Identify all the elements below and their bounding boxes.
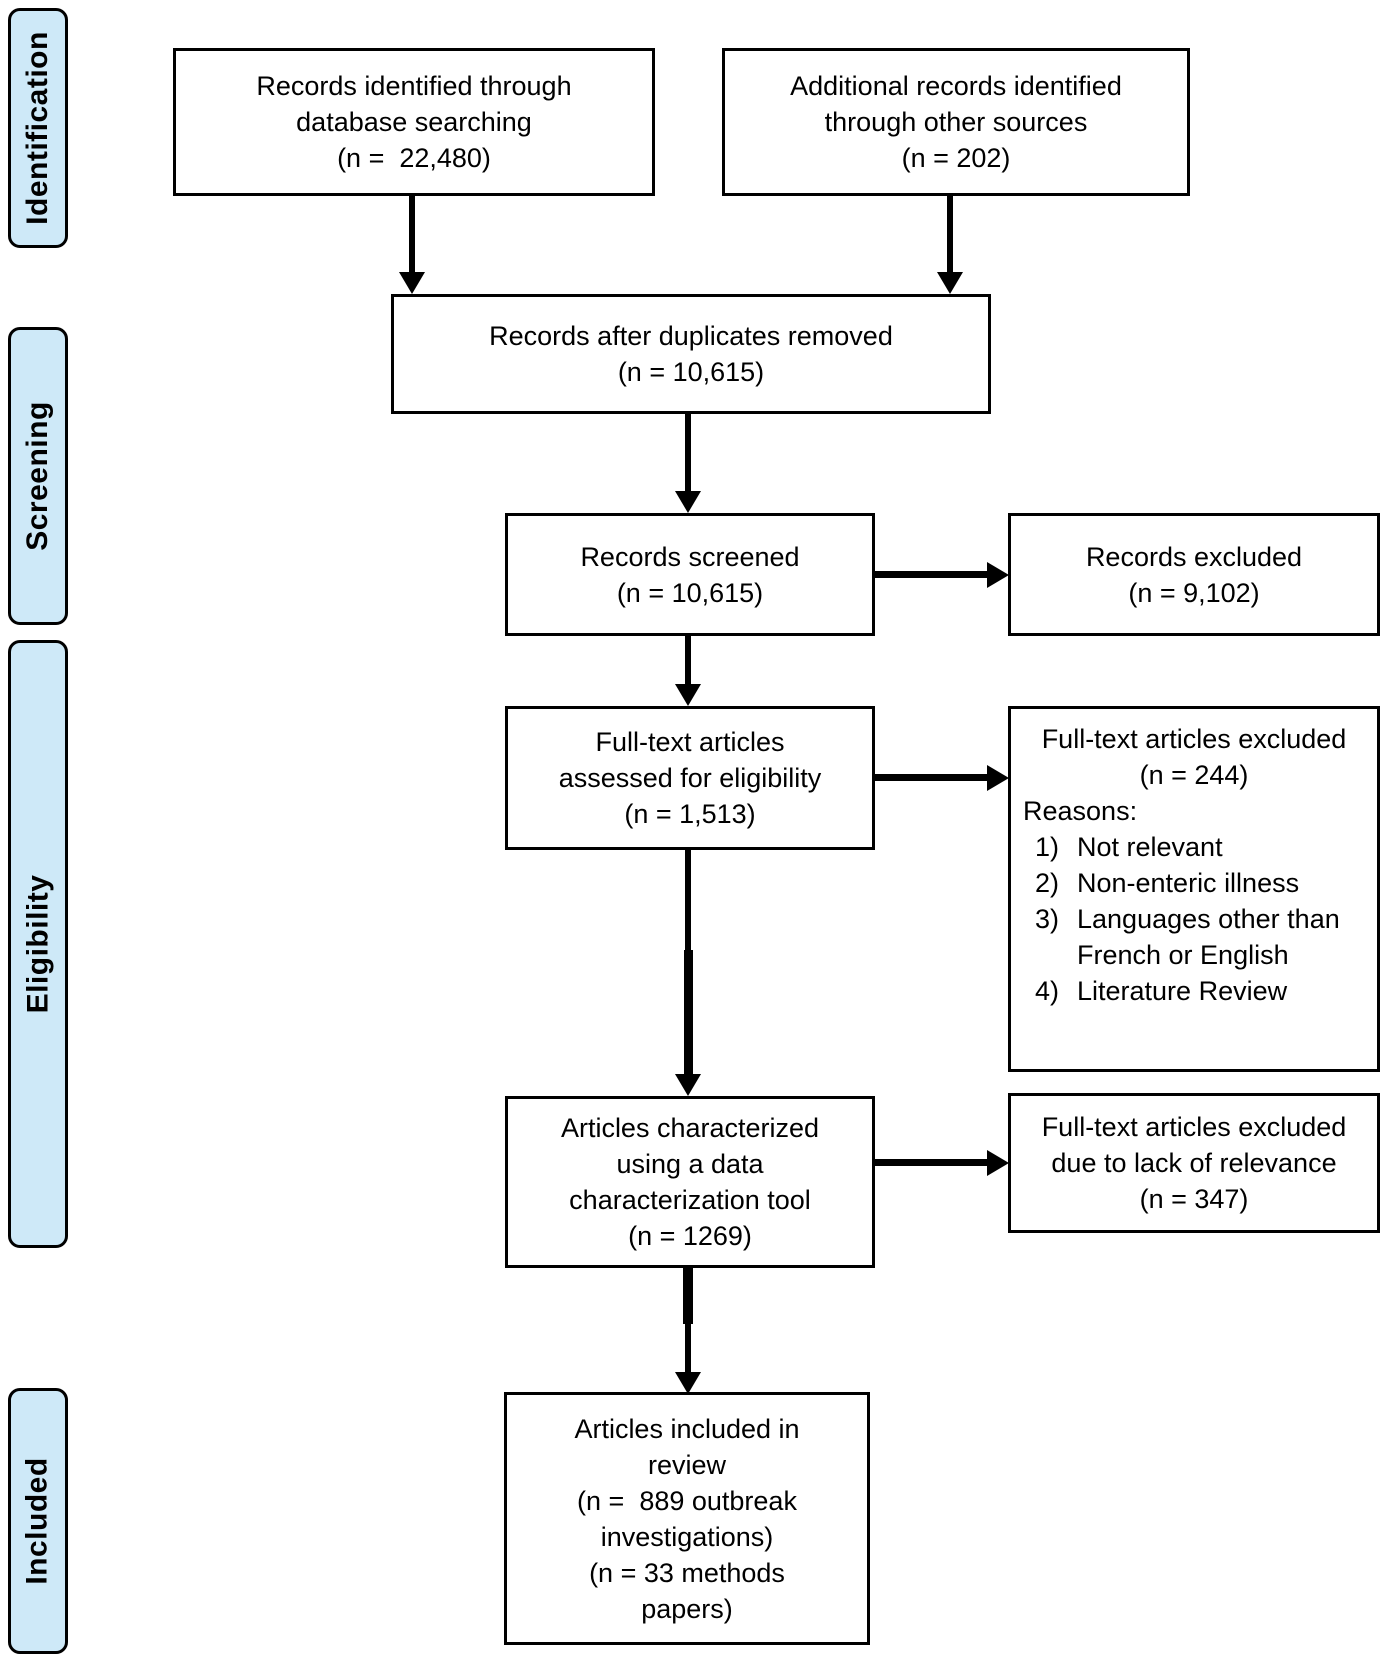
reason-number: 2): [1035, 868, 1060, 898]
stage-label: Identification: [21, 31, 55, 225]
arrow-fulltext-to-reasons-head: [987, 765, 1009, 791]
arrow-characterized-to-lackrelevance-stem: [875, 1159, 987, 1166]
stage-label: Eligibility: [21, 874, 55, 1014]
reason-item: 1) Not relevant: [1011, 829, 1377, 865]
box-line: investigations): [600, 1521, 774, 1552]
reason-text: Not relevant: [1077, 832, 1223, 862]
reason-number: 1): [1035, 832, 1060, 862]
arrow-duplicates-to-screened-stem: [685, 414, 691, 491]
reason-item: 3) Languages other than French or Englis…: [1011, 901, 1377, 973]
box-line: Articles included in: [574, 1413, 800, 1444]
stage-label: Included: [21, 1457, 54, 1585]
arrow-screened-to-excluded-stem: [875, 571, 987, 578]
reason-item: 4) Literature Review: [1011, 973, 1377, 1009]
box-line: characterization tool: [569, 1185, 811, 1215]
box-line: Records screened: [580, 541, 800, 572]
arrow-fulltext-to-characterized-stem: [685, 850, 691, 950]
reasons-label: Reasons:: [1023, 796, 1138, 826]
box-line: (n = 347): [1139, 1184, 1249, 1214]
box-line: Records identified through: [256, 71, 572, 101]
reason-text: Non-enteric illness: [1077, 868, 1300, 898]
arrow-characterized-to-included-head: [675, 1372, 701, 1394]
stage-identification: Identification: [8, 8, 68, 248]
box-line: database searching: [296, 107, 532, 137]
arrow-fulltext-to-characterized-stem-thick: [684, 950, 693, 1074]
box-line: Records excluded: [1085, 541, 1303, 572]
box-line: due to lack of relevance: [1051, 1148, 1337, 1178]
arrow-screened-to-fulltext-stem: [685, 636, 691, 684]
arrow-fulltext-to-characterized-head: [675, 1074, 701, 1096]
reason-number: 3): [1035, 904, 1060, 934]
arrow-duplicates-to-screened-head: [675, 491, 701, 513]
box-line: (n = 9,102): [1128, 577, 1260, 608]
box-duplicates-removed: Records after duplicates removed (n = 10…: [391, 294, 991, 414]
stage-screening: Screening: [8, 327, 68, 625]
box-records-identified: Records identified through database sear…: [173, 48, 655, 196]
box-fulltext-excluded-reasons: Full-text articles excluded (n = 244) Re…: [1008, 706, 1380, 1072]
arrow-characterized-to-included-stem-thick: [683, 1266, 693, 1324]
arrow-additional-to-duplicates-stem: [947, 196, 953, 272]
arrow-characterized-to-included-stem: [685, 1324, 691, 1374]
box-line: (n = 33 methods: [589, 1557, 785, 1588]
box-line: (n = 1269): [628, 1221, 752, 1251]
box-line: Full-text articles excluded: [1041, 724, 1347, 754]
box-line: Records after duplicates removed: [489, 321, 893, 351]
box-line: (n = 889 outbreak: [577, 1485, 797, 1516]
box-line: Articles characterized: [560, 1113, 820, 1143]
box-fulltext-assessed: Full-text articles assessed for eligibil…: [505, 706, 875, 850]
box-line: review: [647, 1449, 727, 1480]
box-line: (n = 10,615): [616, 577, 764, 608]
arrow-additional-to-duplicates-head: [937, 272, 963, 294]
arrow-fulltext-to-reasons-stem: [875, 774, 987, 781]
stage-label: Screening: [21, 401, 54, 551]
reason-text: Literature Review: [1077, 976, 1288, 1006]
box-line: (n = 202): [901, 143, 1011, 173]
reason-item: 2) Non-enteric illness: [1011, 865, 1377, 901]
box-articles-included: Articles included in review (n = 889 out…: [504, 1392, 870, 1645]
reason-text: Languages other than French or English: [1077, 904, 1340, 970]
box-line: (n = 22,480): [337, 143, 491, 173]
box-line: (n = 10,615): [617, 357, 765, 387]
arrow-characterized-to-lackrelevance-head: [987, 1150, 1009, 1176]
box-line: (n = 244): [1139, 760, 1249, 790]
arrow-screened-to-fulltext-head: [675, 684, 701, 706]
stage-included: Included: [8, 1388, 68, 1654]
box-line: (n = 1,513): [624, 799, 756, 829]
box-articles-characterized: Articles characterized using a data char…: [505, 1096, 875, 1268]
reason-number: 4): [1035, 976, 1060, 1006]
box-records-screened: Records screened (n = 10,615): [505, 513, 875, 636]
stage-eligibility: Eligibility: [8, 640, 68, 1248]
box-line: using a data: [616, 1149, 764, 1179]
box-line: Full-text articles excluded: [1041, 1112, 1347, 1142]
arrow-identified-to-duplicates-stem: [409, 196, 415, 272]
box-line: papers): [641, 1593, 733, 1624]
box-additional-records: Additional records identified through ot…: [722, 48, 1190, 196]
box-line: Additional records identified: [790, 71, 1122, 101]
box-records-excluded: Records excluded (n = 9,102): [1008, 513, 1380, 636]
arrow-identified-to-duplicates-head: [399, 272, 425, 294]
box-line: through other sources: [824, 107, 1088, 137]
box-line: assessed for eligibility: [558, 763, 822, 793]
box-excluded-lack-relevance: Full-text articles excluded due to lack …: [1008, 1093, 1380, 1233]
box-line: Full-text articles: [595, 727, 785, 757]
arrow-screened-to-excluded-head: [987, 562, 1009, 588]
